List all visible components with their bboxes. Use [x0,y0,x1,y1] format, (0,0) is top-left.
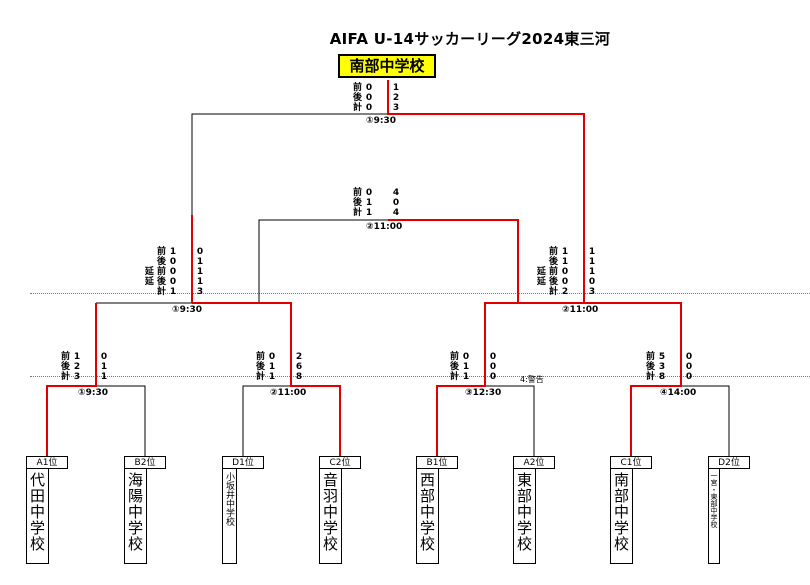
team-box: A2位 東部中学校 [513,456,555,564]
team-name: 小坂井中学校 [222,469,237,564]
team-box: D1位 小坂井中学校 [222,456,264,564]
team-name: 東部中学校 [513,469,536,564]
match-time-semi-1: ①9:30 [172,305,203,315]
team-seed: B2位 [124,456,166,469]
line-loser [681,385,730,456]
team-seed: C2位 [319,456,361,469]
line-winner [46,303,97,456]
team-box: B1位 西部中学校 [416,456,458,564]
team-name: 一宮・東部中学校 [708,469,720,564]
match-time-r1-m2: ②11:00 [270,388,307,398]
team-name: 音羽中学校 [319,469,342,564]
team-seed: A1位 [26,456,68,469]
line-loser [191,113,388,215]
line-loser [96,385,146,456]
match-time-semi-2: ②11:00 [562,305,599,315]
team-box: C1位 南部中学校 [610,456,652,564]
team-name: 代田中学校 [26,469,49,564]
champion-box: 南部中学校 [338,54,436,78]
team-name: 西部中学校 [416,469,439,564]
line-winner [192,302,341,456]
round-divider [30,376,810,377]
line-winner [388,219,519,303]
team-seed: B1位 [416,456,458,469]
match-time-final: ①9:30 [366,116,397,126]
line-loser [258,219,388,303]
team-seed: D2位 [708,456,750,469]
match-time-r1-m1: ①9:30 [78,388,109,398]
line-winner [436,302,584,456]
team-name: 海陽中学校 [124,469,147,564]
team-seed: A2位 [513,456,555,469]
team-box: C2位 音羽中学校 [319,456,361,564]
match-time-r1-m3: ③12:30 [465,388,502,398]
match-note-r1-m3: 4:警告 [520,375,544,384]
team-box: D2位 一宮・東部中学校 [708,456,750,564]
round-divider [30,293,810,294]
team-box: B2位 海陽中学校 [124,456,166,564]
page-title: AIFA U-14サッカーリーグ2024東三河 [329,30,611,48]
line-winner [584,302,682,456]
line-loser [485,385,535,456]
line-loser [242,385,291,456]
team-name: 南部中学校 [610,469,633,564]
match-time-third: ②11:00 [366,222,403,232]
team-seed: C1位 [610,456,652,469]
team-seed: D1位 [222,456,264,469]
team-box: A1位 代田中学校 [26,456,68,564]
match-time-r1-m4: ④14:00 [660,388,697,398]
